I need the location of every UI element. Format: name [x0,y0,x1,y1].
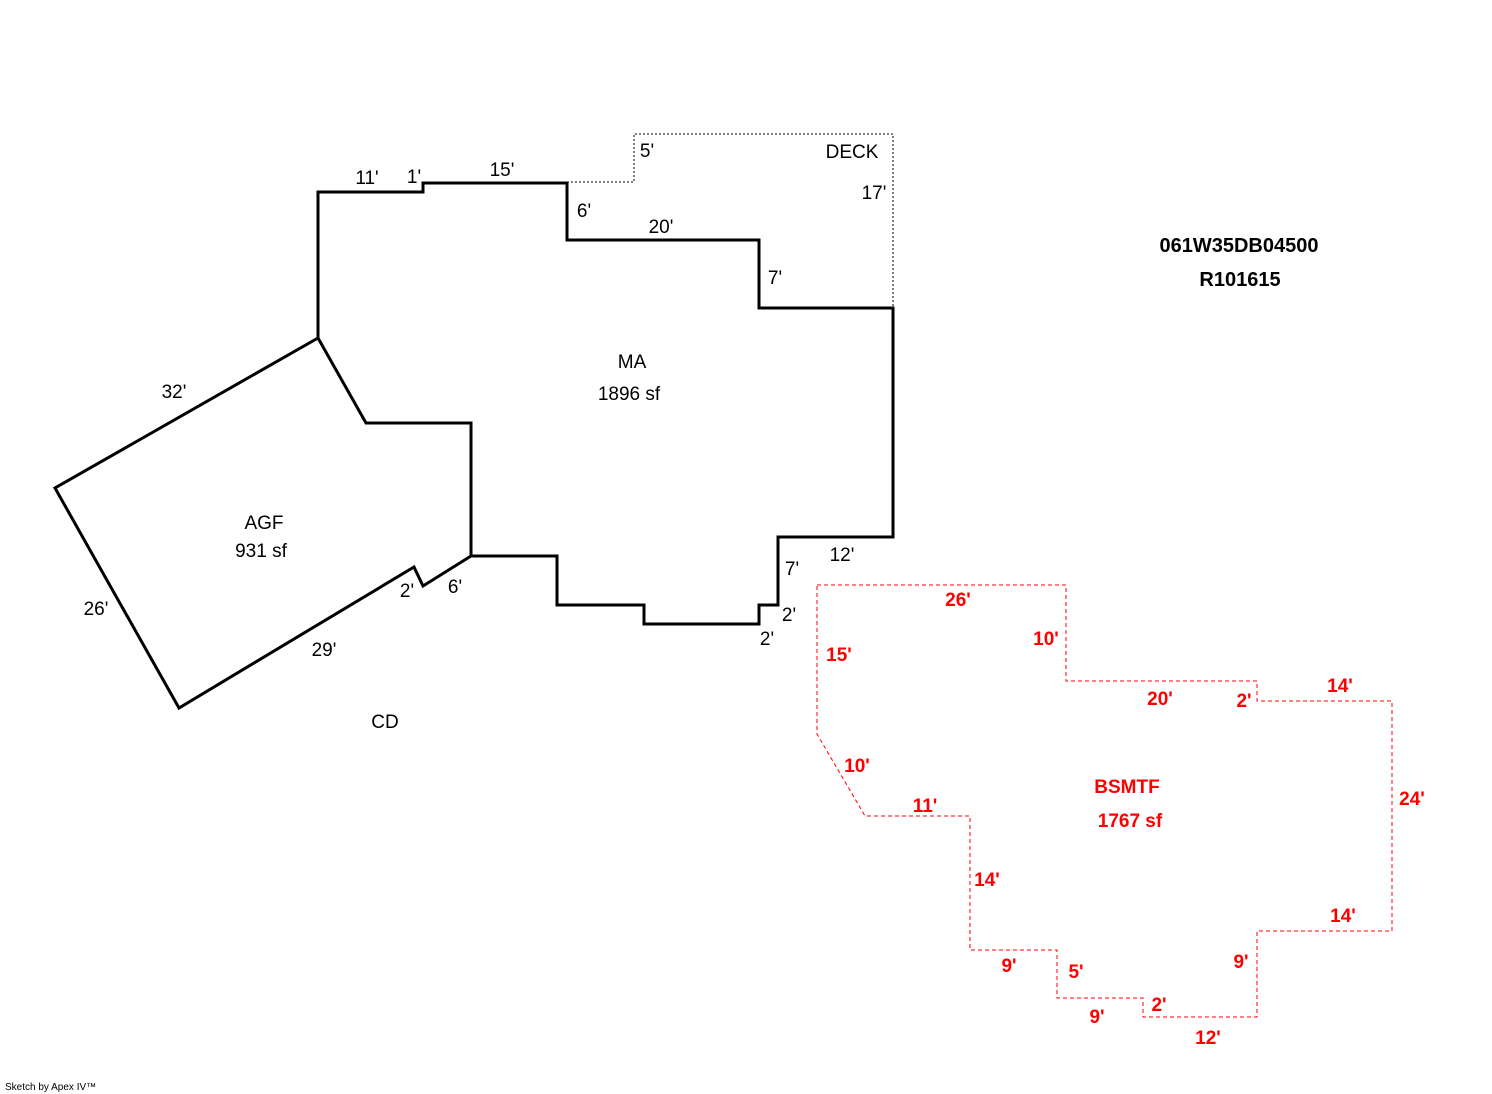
bsmtf-dimension: 15' [826,645,852,666]
bsmtf-dimension: 26' [945,590,971,611]
ma-dimension: 2' [400,581,414,602]
ma-dimension: 2' [760,629,774,650]
deck-code: DECK [826,142,879,163]
agf-outline [52,336,472,711]
ma-area: 1896 sf [598,384,661,405]
deck-dimension: 17' [862,183,887,204]
agf-area: 931 sf [235,541,287,562]
agf-code: AGF [244,513,283,534]
bsmtf-dimension: 24' [1399,789,1425,810]
bsmtf-dimension: 14' [1327,676,1353,697]
ma-outline [316,181,895,626]
ma-dimension: 15' [490,160,515,181]
bsmtf-dimension: 2' [1151,995,1166,1016]
bsmtf-outline [816,584,1393,1018]
parcel-map-number: 061W35DB04500 [1160,235,1319,257]
cd-code: CD [371,712,398,733]
bsmtf-dimension: 10' [1033,629,1059,650]
ma-dimension: 7' [768,268,782,289]
ma-code: MA [618,352,647,373]
agf-dimension: 29' [312,640,337,661]
ma-dimension: 1' [407,167,421,188]
ma-dimension: 6' [577,201,591,222]
ma-dimension: 12' [830,545,855,566]
deck-dimension: 5' [640,141,654,162]
bsmtf-dimension: 9' [1001,956,1016,977]
bsmtf-area: 1767 sf [1098,811,1163,832]
ma-dimension: 20' [649,217,674,238]
agf-dimension: 26' [84,599,109,620]
parcel-account: R101615 [1199,269,1280,291]
bsmtf-dimension: 11' [913,796,938,817]
bsmtf-dimension: 5' [1068,962,1083,983]
deck-outline [567,133,894,308]
ma-dimension: 6' [448,577,462,598]
bsmtf-code: BSMTF [1094,777,1159,798]
bsmtf-dimension: 14' [1330,906,1356,927]
bsmtf-dimension: 10' [844,756,870,777]
bsmtf-dimension: 20' [1147,689,1173,710]
bsmtf-dimension: 12' [1195,1028,1221,1049]
sketch-credit: Sketch by Apex IV™ [5,1082,96,1093]
bsmtf-dimension: 9' [1233,952,1248,973]
bsmtf-dimension: 14' [974,870,1000,891]
bsmtf-dimension: 2' [1236,691,1251,712]
ma-dimension: 11' [355,168,378,189]
ma-dimension: 2' [782,605,796,626]
agf-dimension: 32' [162,382,187,403]
ma-dimension: 7' [785,559,799,580]
bsmtf-dimension: 9' [1089,1007,1104,1028]
